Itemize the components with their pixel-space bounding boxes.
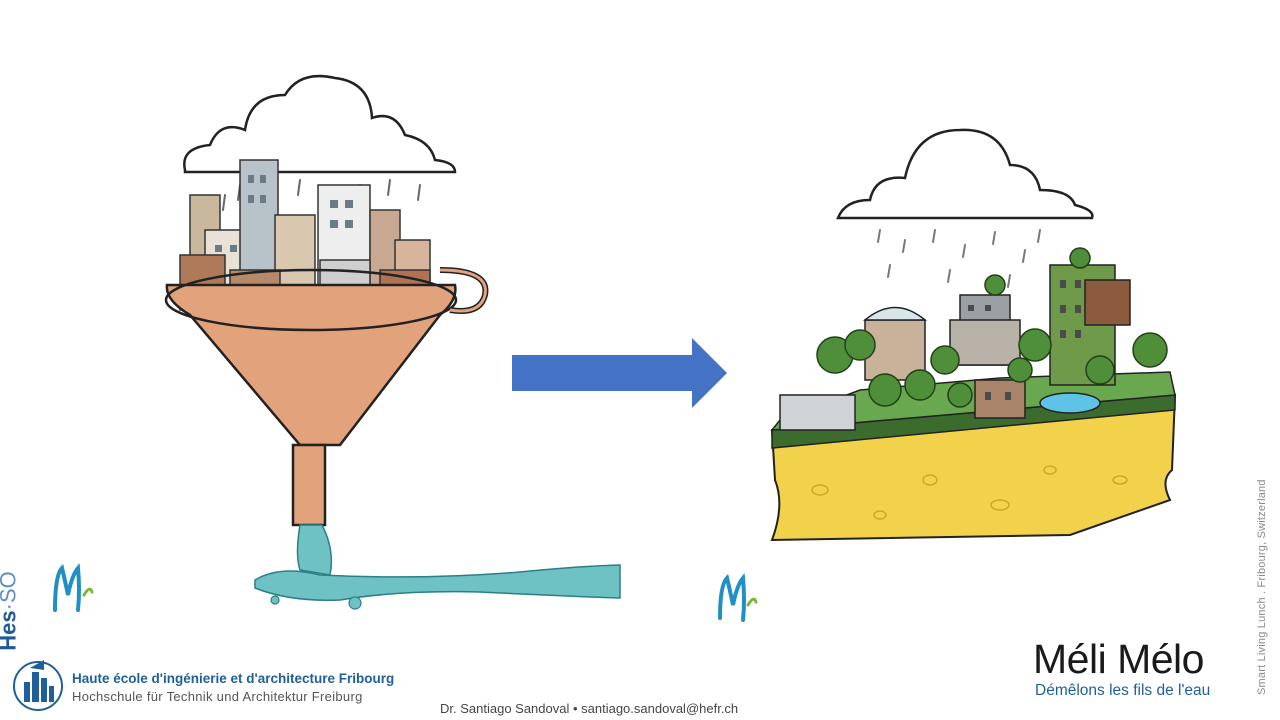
heia-logo-icon — [13, 660, 63, 711]
meli-melo-small-logo-middle — [718, 573, 758, 622]
hes-logo-suffix: ·SO — [0, 571, 21, 611]
green-city-block-icon — [770, 128, 1177, 542]
school-name-de: Hochschule für Technik und Architektur F… — [72, 689, 363, 704]
footer-author: Dr. Santiago Sandoval • santiago.sandova… — [440, 701, 739, 716]
side-caption: Smart Living Lunch . Fribourg, Switzerla… — [1256, 479, 1268, 695]
project-logo-title: Méli Mélo — [1033, 636, 1204, 682]
project-logo-tagline: Démêlons les fils de l'eau — [1035, 682, 1211, 699]
school-name-fr: Haute école d'ingénierie et d'architectu… — [72, 671, 395, 686]
arrow-right-icon — [512, 338, 727, 408]
meli-melo-small-logo-left — [53, 563, 94, 612]
left-cloud-icon — [183, 74, 457, 174]
hes-so-logo: Hes·SO — [0, 560, 29, 660]
hes-logo-main: Hes — [0, 610, 21, 651]
funnel-city-icon — [164, 74, 621, 610]
